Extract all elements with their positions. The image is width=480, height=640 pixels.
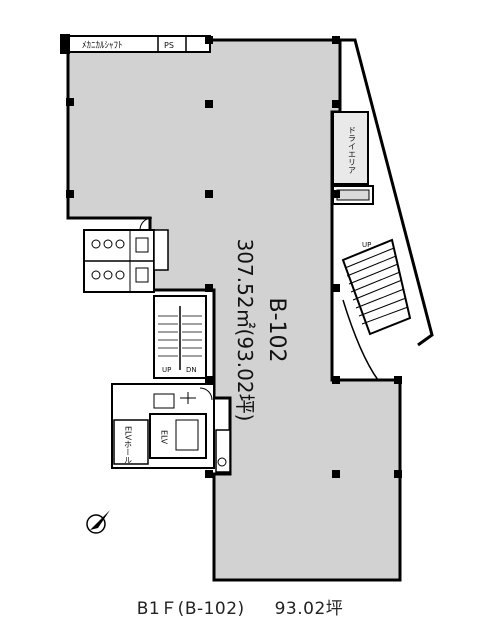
toilet-fixtures [91, 237, 149, 283]
toilet-side [153, 229, 169, 271]
room-label: B-102 307.52㎡(93.02坪) [233, 239, 289, 422]
dry-area-label: ドライエリア [348, 126, 357, 174]
elv-hall-label: ELVホール [124, 426, 133, 464]
unit-id-label: B-102 [264, 297, 289, 362]
structural-columns [66, 36, 402, 478]
stair-curve [342, 299, 379, 381]
unit-area-label: 307.52㎡(93.02坪) [233, 239, 257, 422]
elevator-inner [175, 419, 199, 451]
dry-area-room [332, 111, 369, 185]
ps-label: PS [164, 41, 174, 50]
stair-dn-label: DN [186, 366, 197, 374]
external-stair-treads [344, 247, 409, 325]
mechanical-shaft-label: ﾒｶﾆｶﾙｼｬﾌﾄ [82, 40, 123, 51]
toilet-door-swing [139, 217, 153, 231]
shaft-corner-block [60, 34, 70, 54]
caption-floor: B1Ｆ(B-102) [136, 599, 245, 619]
elv-hall [113, 419, 149, 465]
external-stair [341, 238, 412, 336]
outer-wall-right [340, 38, 434, 347]
stair-up-label-top: UP [362, 241, 371, 249]
elv-label: ELV [160, 430, 169, 445]
stair-up-label: UP [162, 366, 171, 374]
elv-hall-details [153, 387, 213, 409]
corridor-inner [336, 189, 370, 201]
north-arrow-icon [86, 510, 110, 534]
caption-area: 93.02坪 [274, 599, 344, 619]
elv-side-circle [217, 457, 227, 467]
internal-stair-treads [158, 315, 202, 357]
plan-caption: B1Ｆ(B-102) 93.02坪 [0, 594, 480, 619]
